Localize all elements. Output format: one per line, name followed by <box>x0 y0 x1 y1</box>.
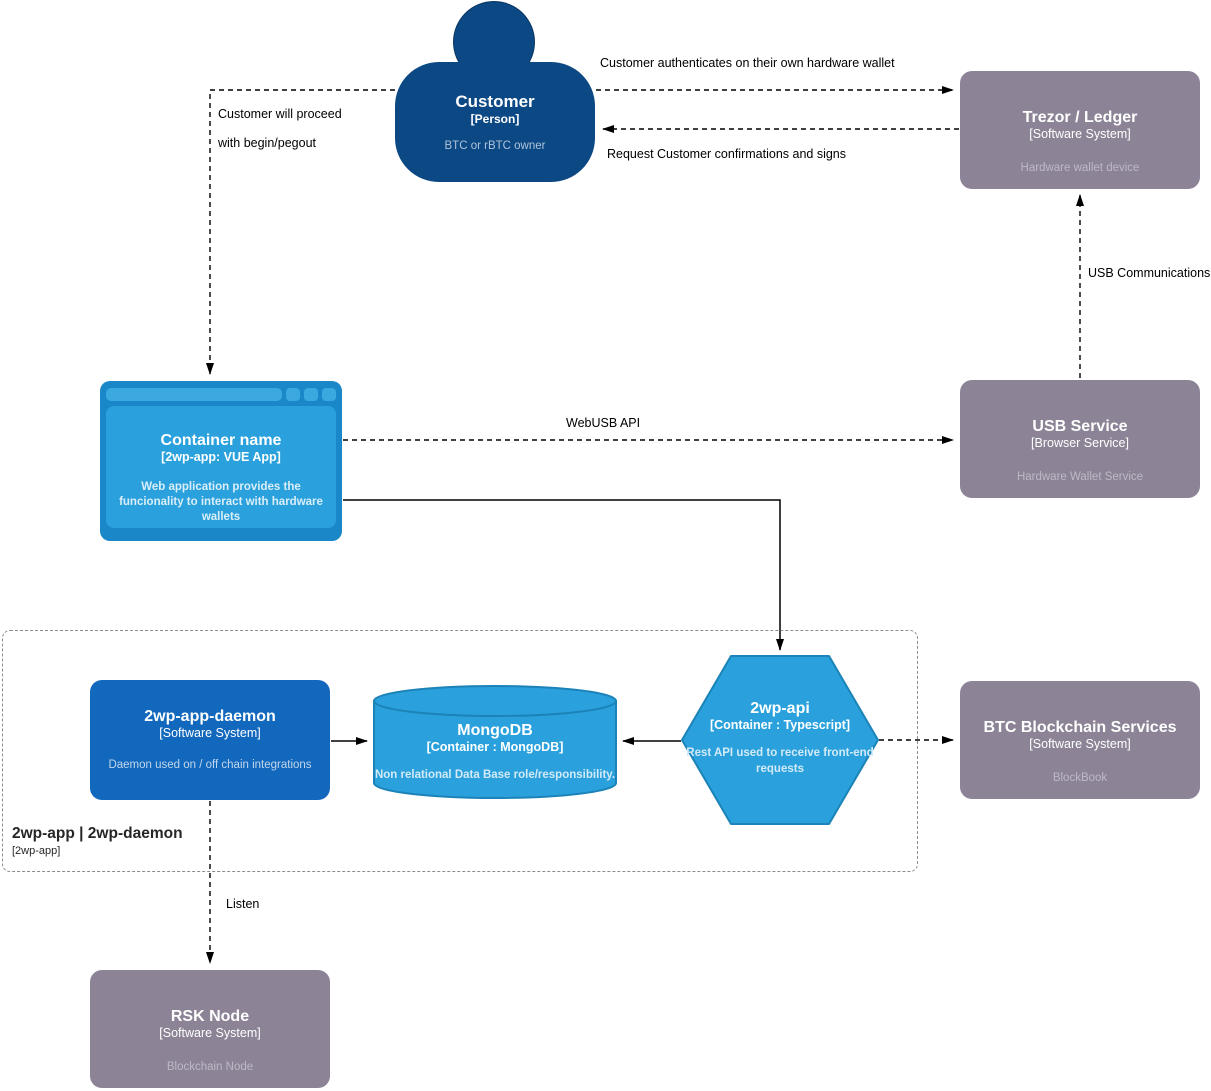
webapp-type: [2wp-app: VUE App] <box>161 450 281 464</box>
edge-label-authenticate: Customer authenticates on their own hard… <box>600 56 895 70</box>
trezor-type: [Software System] <box>1029 127 1131 142</box>
customer-type: [Person] <box>470 111 520 126</box>
usb-service-desc: Hardware Wallet Service <box>1016 471 1144 484</box>
trezor-title: Trezor / Ledger <box>1022 109 1138 126</box>
usb-service-type: [Browser Service] <box>1031 436 1129 451</box>
browser-button <box>304 387 318 401</box>
node-usb-service: USB Service [Browser Service] Hardware W… <box>960 380 1200 498</box>
edge-label-listen: Listen <box>226 897 260 911</box>
boundary-2wp-app: 2wp-app | 2wp-daemon [2wp-app] <box>2 630 918 872</box>
webapp-title: Container name <box>160 432 282 449</box>
node-trezor-ledger: Trezor / Ledger [Software System] Hardwa… <box>960 71 1200 189</box>
boundary-type: [2wp-app] <box>12 845 61 857</box>
webapp-content: Container name [2wp-app: VUE App] Web ap… <box>106 406 336 528</box>
rsk-title: RSK Node <box>170 1008 250 1025</box>
edge-label-usb-comm: USB Communications <box>1088 266 1211 280</box>
trezor-desc: Hardware wallet device <box>1020 162 1140 175</box>
node-daemon: 2wp-app-daemon [Software System] Daemon … <box>90 680 330 800</box>
node-btc-services: BTC Blockchain Services [Software System… <box>960 681 1200 799</box>
browser-address-bar <box>106 387 282 401</box>
browser-button <box>322 387 336 401</box>
node-customer: Customer [Person] BTC or rBTC owner <box>395 62 595 182</box>
btc-services-title: BTC Blockchain Services <box>983 719 1177 736</box>
btc-services-type: [Software System] <box>1029 737 1131 752</box>
daemon-desc: Daemon used on / off chain integrations <box>108 759 312 772</box>
browser-topbar <box>106 387 336 401</box>
node-rsk: RSK Node [Software System] Blockchain No… <box>90 970 330 1088</box>
boundary-title: 2wp-app | 2wp-daemon <box>12 825 183 842</box>
boundary-label: 2wp-app | 2wp-daemon [2wp-app] <box>12 825 183 857</box>
edge-label-webusb: WebUSB API <box>566 416 641 430</box>
edge-label-proceed-2: with begin/pegout <box>218 136 316 150</box>
node-webapp-container: Container name [2wp-app: VUE App] Web ap… <box>100 381 342 541</box>
btc-services-desc: BlockBook <box>1052 772 1108 785</box>
rsk-desc: Blockchain Node <box>166 1061 254 1074</box>
mongodb-cylinder-shape <box>373 685 617 799</box>
customer-desc: BTC or rBTC owner <box>444 139 546 152</box>
usb-service-title: USB Service <box>1032 418 1128 435</box>
customer-title: Customer <box>455 92 535 111</box>
api-hexagon-shape <box>681 655 879 825</box>
edge-label-request-signs: Request Customer confirmations and signs <box>607 147 847 161</box>
rsk-type: [Software System] <box>159 1026 261 1041</box>
daemon-title: 2wp-app-daemon <box>144 708 276 725</box>
edge-proceed <box>206 89 395 375</box>
edge-label-proceed-1: Customer will proceed <box>218 107 342 121</box>
edge-webapp-to-api <box>343 499 784 651</box>
browser-button <box>286 387 300 401</box>
webapp-desc: Web application provides the funcionalit… <box>119 481 323 523</box>
daemon-type: [Software System] <box>159 726 261 741</box>
